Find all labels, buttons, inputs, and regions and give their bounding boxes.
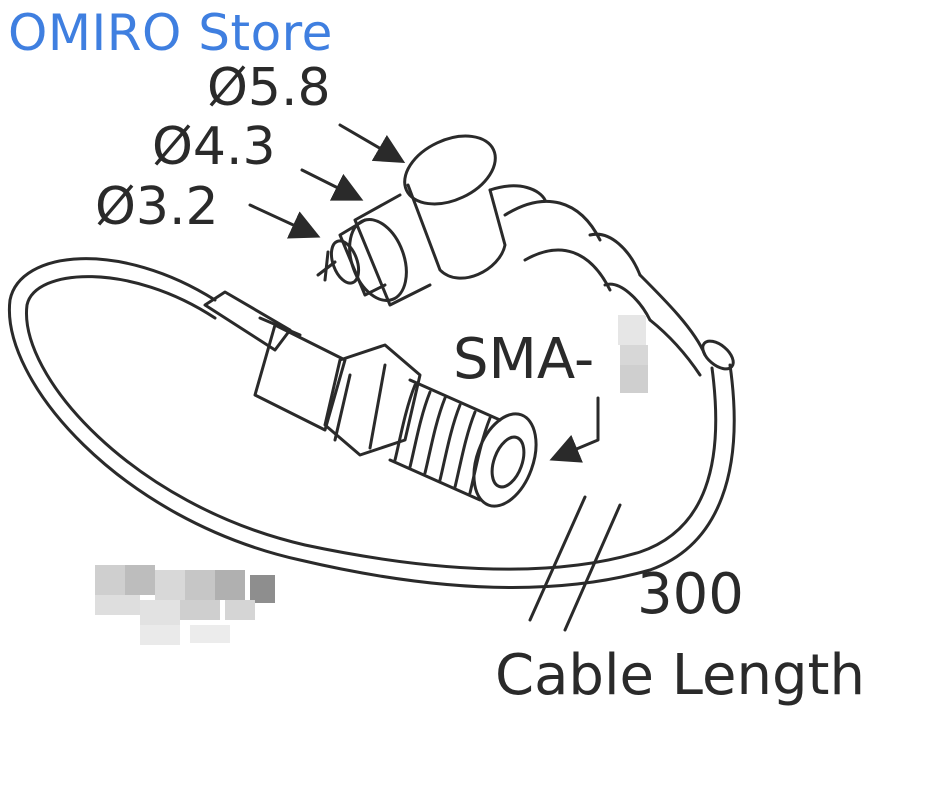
store-watermark: OMIRO Store (8, 4, 333, 62)
right-angle-connector (316, 134, 735, 377)
arrow-sma (549, 396, 600, 463)
dimension-label-4-3: Ø4.3 (152, 117, 276, 177)
sma-connector (203, 290, 538, 508)
blurred-region-left (95, 565, 275, 645)
cable-length-value: 300 (637, 562, 744, 627)
arrow-4-3 (300, 168, 364, 201)
cable-loop-outer (7, 257, 736, 589)
cable-break-right (563, 503, 622, 632)
dimension-label-5-8: Ø5.8 (207, 58, 331, 118)
cable-break-left (528, 495, 587, 622)
cable-length-label: Cable Length (495, 643, 865, 708)
cable-loop-inner (25, 275, 718, 571)
connector-type-label: SMA- (453, 327, 595, 392)
dimension-label-3-2: Ø3.2 (95, 177, 219, 237)
blurred-region-sma (618, 315, 648, 393)
arrow-3-2 (248, 203, 321, 239)
arrow-5-8 (338, 123, 406, 164)
